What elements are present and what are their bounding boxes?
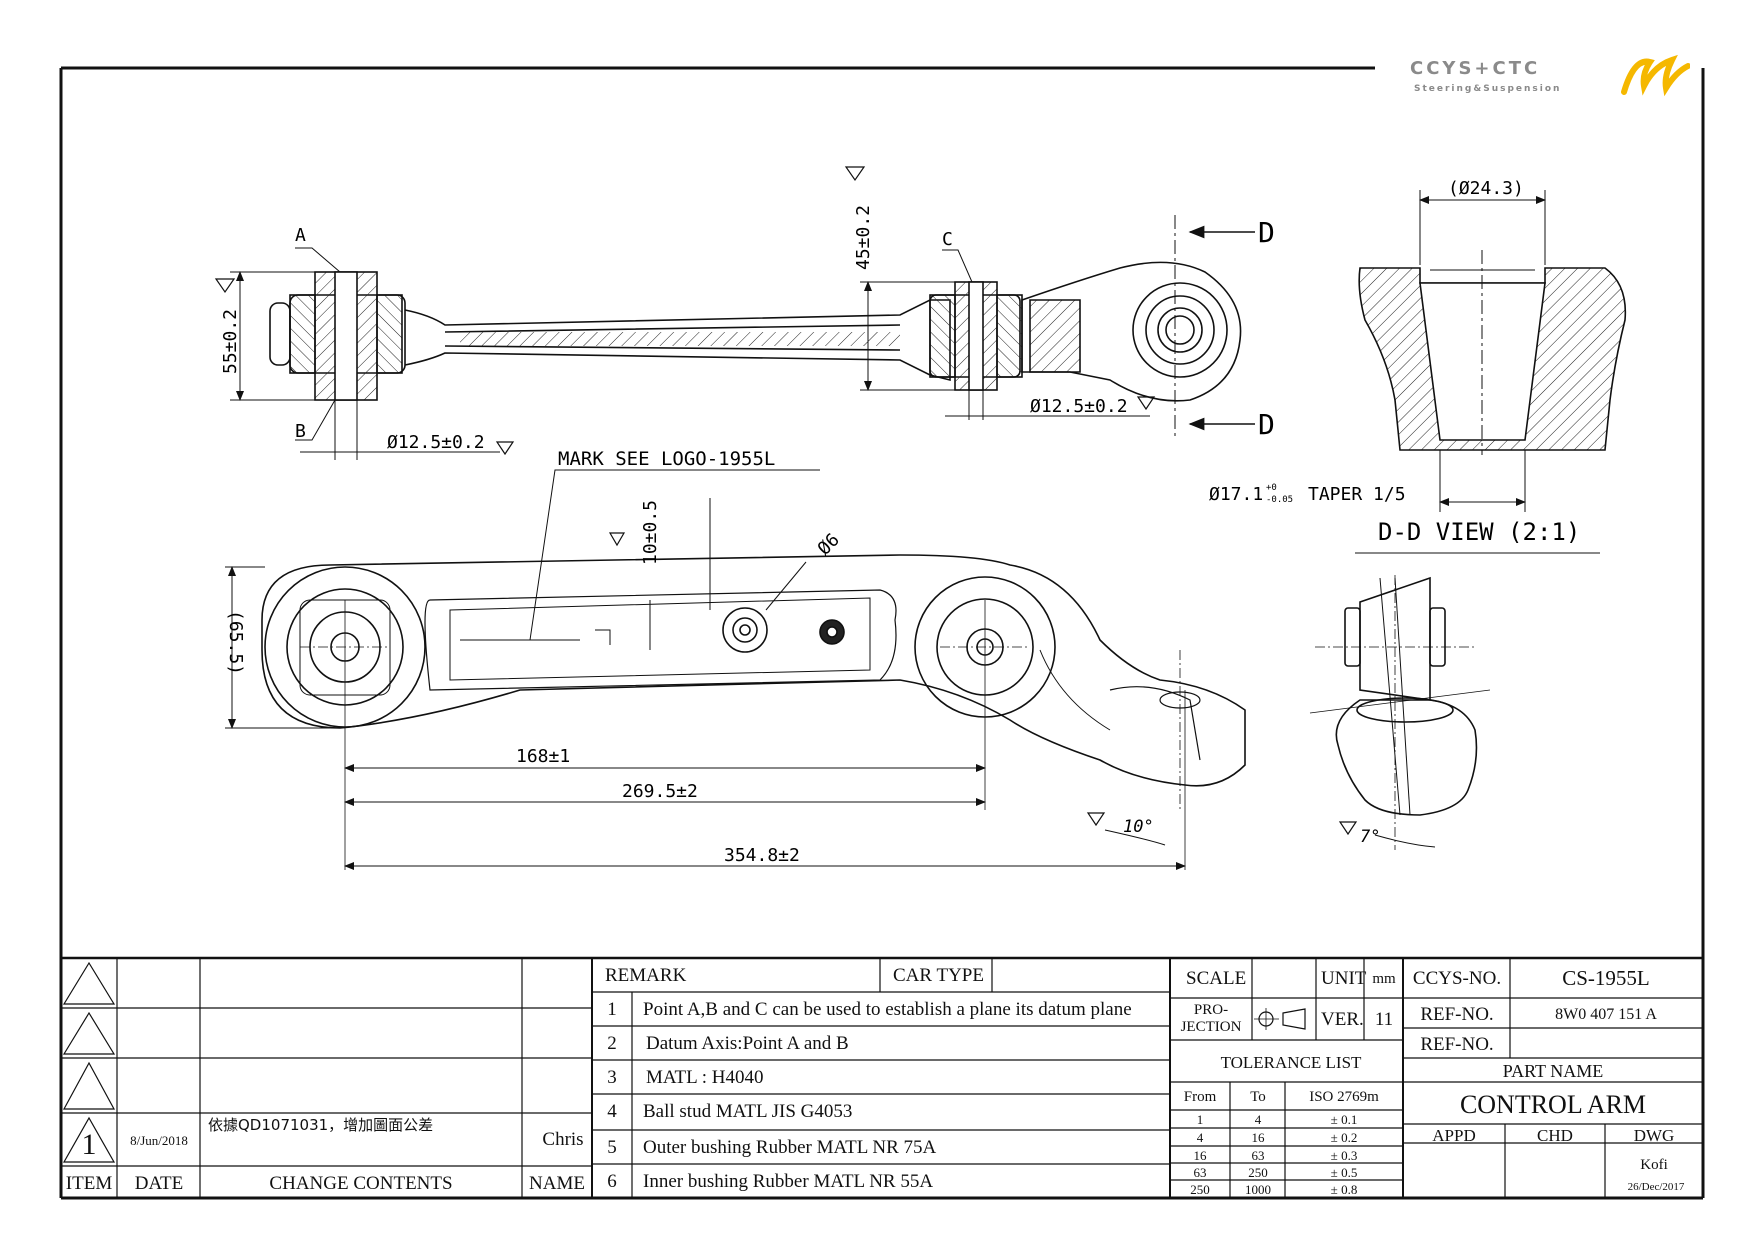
rev-row-1-change: 依據QD1071031，增加圖面公差 (208, 1116, 434, 1134)
tol-header-from: From (1183, 1089, 1217, 1105)
dim-angle-7: 7° (1360, 827, 1380, 847)
dwg-label: DWG (1633, 1126, 1675, 1145)
remark-5-no: 5 (607, 1137, 617, 1158)
top-view (230, 215, 1255, 460)
tol-row-4-to: 250 (1248, 1165, 1268, 1180)
dim-offset-10: 10±0.5 (640, 500, 661, 565)
mark-note: MARK SEE LOGO-1955L (558, 448, 775, 470)
part-name-value: CONTROL ARM (1459, 1090, 1647, 1119)
dim-height-55: 55±0.2 (220, 309, 241, 374)
remark-1-no: 1 (607, 999, 617, 1020)
label-section-d-bottom: D (1258, 408, 1275, 441)
drawing-frame (59, 66, 1705, 1200)
tol-row-2-from: 4 (1196, 1130, 1204, 1145)
remark-4-text: Ball stud MATL JIS G4053 (643, 1101, 853, 1122)
rev-header-name: NAME (529, 1173, 585, 1194)
rev-row-1-date: 8/Jun/2018 (130, 1133, 188, 1148)
dim-taper-note: TAPER 1/5 (1308, 484, 1406, 505)
dim-bushing-dia-right: Ø12.5±0.2 (1030, 396, 1128, 417)
tol-row-1-to: 4 (1254, 1112, 1262, 1127)
tol-row-3-from: 16 (1193, 1148, 1207, 1163)
rev-header-item: ITEM (65, 1173, 113, 1194)
dim-taper-tol-upper: +0 (1266, 483, 1277, 493)
title-block-grid (61, 958, 1703, 1198)
dim-offset-45: 45±0.2 (853, 205, 874, 270)
tol-row-5-tol: ± 0.8 (1330, 1182, 1358, 1197)
scale-label: SCALE (1186, 968, 1247, 989)
car-type-label: CAR TYPE (893, 965, 984, 986)
dim-taper-dia: (Ø24.3) (1448, 178, 1524, 199)
tol-row-1-from: 1 (1196, 1112, 1204, 1127)
dim-len-354: 354.8±2 (724, 845, 800, 866)
dim-angle-10: 10° (1123, 817, 1154, 837)
remark-6-text: Inner bushing Rubber MATL NR 55A (643, 1171, 934, 1192)
front-view (225, 469, 1436, 870)
part-name-label: PART NAME (1502, 1061, 1604, 1081)
tol-header-to: To (1250, 1089, 1266, 1105)
ccys-no-label: CCYS-NO. (1412, 968, 1502, 989)
tol-row-2-to: 16 (1251, 1130, 1265, 1145)
rev-row-1-item: 1 (81, 1128, 97, 1161)
rev-header-date: DATE (134, 1173, 184, 1194)
dim-taper-tol-lower: -0.05 (1266, 495, 1293, 505)
dim-taper-note-dia: Ø17.1 (1209, 484, 1263, 505)
rev-header-change: CHANGE CONTENTS (269, 1173, 453, 1194)
logo-tagline: Steering&Suspension (1414, 84, 1562, 94)
dim-len-168: 168±1 (516, 746, 570, 767)
tol-row-4-tol: ± 0.5 (1330, 1165, 1358, 1180)
ver-label: VER. (1321, 1009, 1364, 1030)
tol-row-2-tol: ± 0.2 (1330, 1130, 1358, 1145)
label-point-c: C (942, 229, 953, 250)
dim-width-65: (65.5) (225, 610, 246, 675)
remark-2-text: Datum Axis:Point A and B (646, 1033, 849, 1054)
remark-6-no: 6 (607, 1171, 617, 1192)
unit-value: mm (1372, 971, 1396, 987)
dim-hole-dia: Ø6 (814, 529, 844, 559)
ref-no-label-2: REF-NO. (1420, 1034, 1494, 1055)
section-view-title: D-D VIEW (2:1) (1378, 518, 1580, 546)
label-point-b: B (295, 421, 306, 442)
ref-no-label-1: REF-NO. (1420, 1004, 1494, 1025)
rev-row-1-name: Chris (542, 1129, 584, 1150)
tolerance-title: TOLERANCE LIST (1220, 1053, 1362, 1072)
logo-brand: CCYS+CTC (1410, 58, 1541, 79)
ver-value: 11 (1374, 1009, 1394, 1030)
label-point-a: A (295, 225, 306, 246)
tol-row-3-tol: ± 0.3 (1330, 1148, 1358, 1163)
remark-3-text: MATL : H4040 (646, 1067, 764, 1088)
label-section-d-top: D (1258, 216, 1275, 249)
unit-label: UNIT (1321, 968, 1367, 989)
appd-label: APPD (1432, 1126, 1476, 1145)
chd-label: CHD (1537, 1126, 1573, 1145)
tol-row-3-to: 63 (1251, 1148, 1265, 1163)
side-view (1309, 575, 1491, 850)
projection-label-2: JECTION (1180, 1019, 1242, 1035)
surface-finish-marks (214, 166, 1358, 836)
remark-5-text: Outer bushing Rubber MATL NR 75A (643, 1137, 937, 1158)
remark-1-text: Point A,B and C can be used to establish… (643, 999, 1132, 1020)
logo-swoosh-icon (1621, 54, 1690, 97)
ref-no-value-1: 8W0 407 151 A (1555, 1006, 1657, 1023)
dim-len-269: 269.5±2 (622, 781, 698, 802)
tol-row-5-to: 1000 (1245, 1182, 1271, 1197)
tol-row-4-from: 63 (1193, 1165, 1207, 1180)
projection-label-1: PRO- (1193, 1002, 1229, 1018)
company-logo: CCYS+CTC Steering&Suspension (1410, 52, 1710, 102)
dwg-name: Kofi (1640, 1157, 1668, 1173)
remark-3-no: 3 (607, 1067, 617, 1088)
remark-header: REMARK (605, 965, 687, 986)
dim-bushing-dia-left: Ø12.5±0.2 (387, 432, 485, 453)
tol-row-5-from: 250 (1190, 1182, 1210, 1197)
section-dd-view (1355, 190, 1627, 554)
remark-4-no: 4 (607, 1101, 617, 1122)
tol-row-1-tol: ± 0.1 (1330, 1112, 1358, 1127)
dwg-date: 26/Dec/2017 (1627, 1181, 1685, 1193)
tol-header-iso: ISO 2769m (1309, 1089, 1379, 1105)
ccys-no-value: CS-1955L (1562, 966, 1650, 990)
remark-2-no: 2 (607, 1033, 617, 1054)
